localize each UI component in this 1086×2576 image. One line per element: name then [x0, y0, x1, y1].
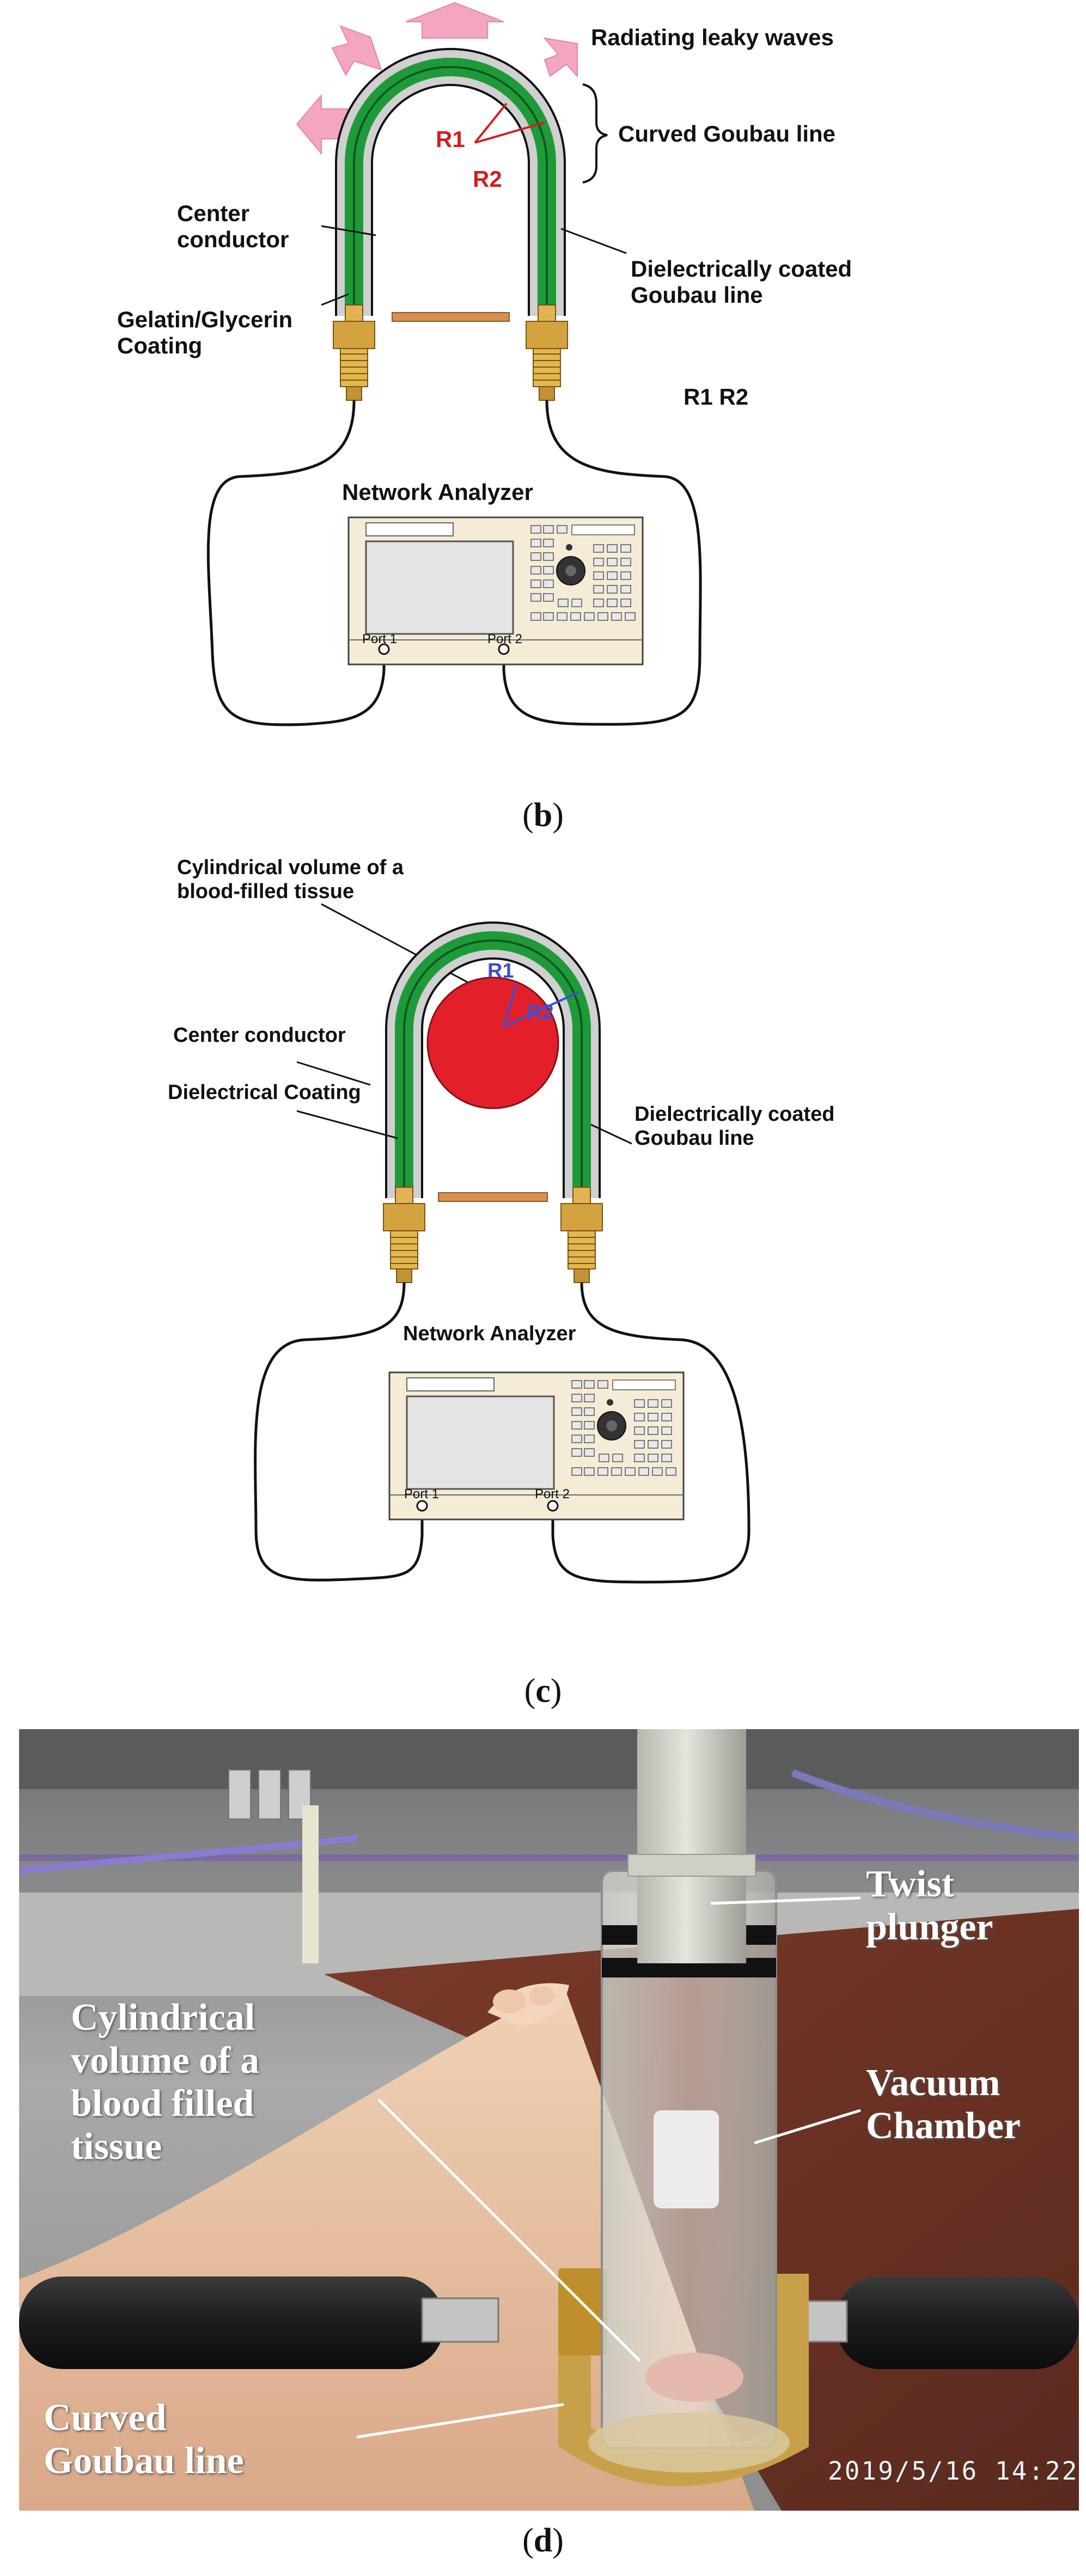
caption-c: (c) [524, 1672, 562, 1710]
sma-connector-icon [383, 1187, 425, 1283]
port-1-label: Port 1 [404, 1487, 440, 1501]
copper-rod [392, 312, 510, 322]
radius-lines [474, 102, 545, 144]
curved-goubau-line-label: Curved Goubau line [618, 121, 836, 146]
port-2-label: Port 2 [487, 632, 523, 646]
dielectrical-coating-label: Dielectrical Coating [168, 1081, 361, 1104]
sma-connector-icon [333, 304, 375, 401]
twist-plunger-label: Twist plunger [866, 1863, 993, 1949]
r1-label: R1 [487, 960, 514, 982]
coated-goubau-line-label: Dielectrically coated Goubau line [634, 1103, 835, 1150]
coated-goubau-line-label: Dielectrically coated Goubau line [631, 256, 852, 308]
curved-goubau-line [335, 48, 566, 316]
tissue-label: Cylindrical volume of a blood-filled tis… [177, 856, 404, 903]
r1-r2-label: R1 R2 [684, 384, 749, 410]
vacuum-chamber-label: Vacuum Chamber [866, 2062, 1021, 2147]
r1-label: R1 [436, 126, 465, 152]
port-2-label: Port 2 [535, 1487, 570, 1501]
sma-connector-icon [560, 1187, 603, 1283]
port-1-label: Port 1 [362, 632, 398, 646]
leader-lines [296, 1061, 632, 1145]
network-analyzer-icon [388, 1371, 685, 1521]
tissue-photo-label: Cylindrical volume of a blood filled tis… [71, 1997, 260, 2168]
leader-line [321, 903, 480, 990]
leader-lines [321, 225, 627, 306]
caption-b: (b) [522, 797, 564, 834]
caption-d: (d) [522, 2522, 564, 2559]
network-analyzer-label: Network Analyzer [342, 479, 533, 505]
curved-goubau-line [385, 921, 601, 1198]
photo-timestamp: 2019/5/16 14:22 [828, 2456, 1079, 2486]
network-analyzer-label: Network Analyzer [403, 1322, 576, 1345]
panel-c-diagram [254, 903, 751, 1584]
sma-connector-icon [526, 304, 568, 401]
center-conductor-label: Center conductor [173, 1024, 346, 1047]
network-analyzer-icon [347, 516, 644, 666]
center-conductor-label: Center conductor [177, 200, 289, 253]
radiating-waves-label: Radiating leaky waves [591, 25, 834, 50]
blood-tissue-volume [426, 976, 559, 1109]
coax-cables [206, 400, 702, 727]
brace-icon [582, 83, 608, 184]
copper-rod [438, 1192, 548, 1202]
coax-cables [254, 1282, 751, 1584]
r2-label: R2 [527, 1001, 554, 1024]
panel-b-diagram [206, 2, 702, 727]
radius-lines [503, 984, 579, 1028]
gelatin-coating-label: Gelatin/Glycerin Coating [117, 307, 293, 359]
curved-goubau-photo-label: Curved Goubau line [44, 2397, 244, 2482]
panel-d-photo [19, 1729, 1079, 2511]
r2-label: R2 [473, 166, 502, 192]
wave-arrow-icon [296, 2, 578, 155]
